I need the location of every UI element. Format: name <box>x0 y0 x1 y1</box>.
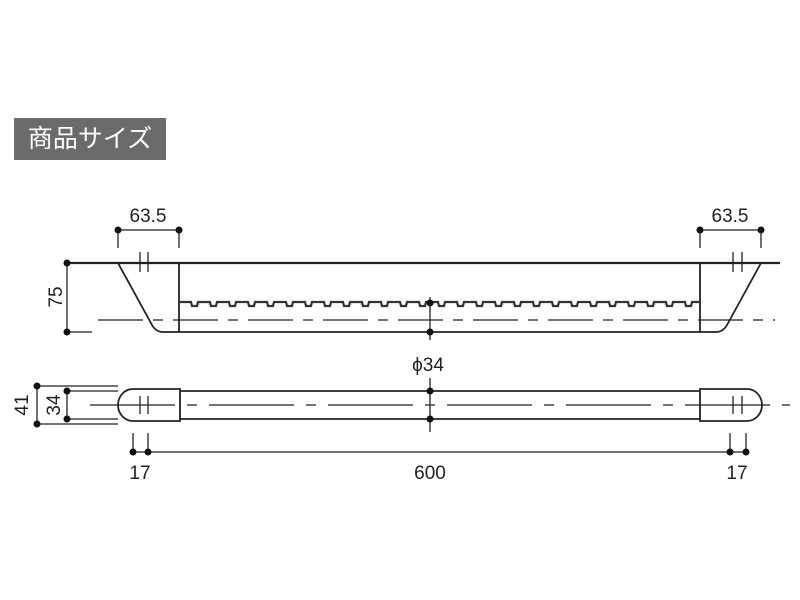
dim-outer-width: 41 <box>12 394 33 415</box>
dim-right-offset: 63.5 <box>712 206 749 227</box>
dim-left-end: 17 <box>129 463 150 484</box>
top-view <box>36 378 790 453</box>
section-title: 商品サイズ <box>14 118 166 160</box>
dim-inner-width: 34 <box>44 394 65 416</box>
left-cap <box>117 388 181 422</box>
side-view <box>66 229 780 340</box>
left-bracket <box>117 262 179 333</box>
dim-left-offset: 63.5 <box>130 206 167 227</box>
dimension-dots <box>33 226 765 456</box>
dim-height: 75 <box>46 286 67 307</box>
grip-texture <box>179 300 700 308</box>
dim-diameter: ϕ34 <box>412 355 444 376</box>
dim-right-end: 17 <box>726 463 747 484</box>
right-cap <box>699 388 763 422</box>
right-bracket <box>700 262 762 333</box>
dim-length: 600 <box>414 463 446 484</box>
